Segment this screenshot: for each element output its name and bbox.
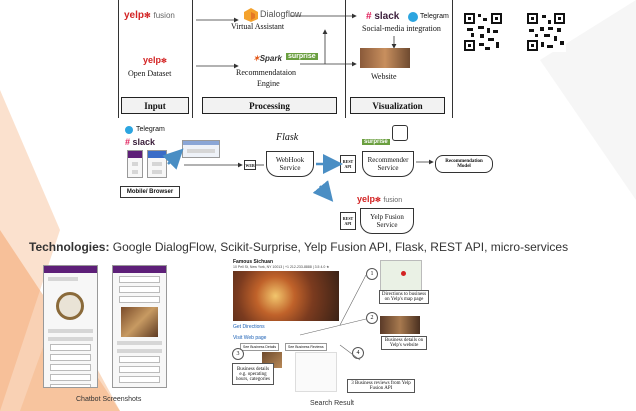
surprise-logo: surprise [286,53,318,60]
spark-logo: ✶Spark [253,54,282,63]
restaurant-name: Famous Sichuan [233,259,274,265]
note-website: Business details on Yelp's website [381,336,427,350]
callout-number: 2 [366,312,378,324]
see-business-details-button[interactable]: See Business Details [240,343,280,351]
phone-thumbnail [147,150,167,178]
chatbot-screenshot [112,265,167,388]
yelp-fusion-logo: yelp✻ fusion [357,194,403,204]
technologies-text: Google DialogFlow, Scikit-Surprise, Yelp… [112,240,569,254]
divider-processing-viz [345,0,346,118]
restaurant-address: 10 Pell St, New York, NY 10013 | +1 212-… [233,265,330,269]
social-media-label: Social-media integration [362,24,441,33]
visit-web-page-link[interactable]: Visit Web page [233,335,267,341]
mobile-browser-box: Mobile/ Browser [120,186,180,198]
get-directions-link[interactable]: Get Directions [233,324,265,330]
search-result-caption: Search Result [310,400,354,407]
technologies-label: Technologies: [29,240,110,254]
qr-code-icon [526,12,566,52]
architecture-arrows [162,148,434,202]
callout-number: 3 [232,348,244,360]
restaurant-photo [233,271,339,321]
search-magnifier-icon [56,292,84,320]
web-box: WEB [244,160,256,170]
chatbot-caption: Chatbot Screenshots [76,396,142,403]
callout-lines [299,274,367,361]
recommendation-label: Recommendataion [236,68,296,77]
note-business-details: Business details e.g. operating hours, c… [232,363,274,385]
r-logo-icon [392,125,408,141]
telegram-icon [125,126,133,134]
surprise-logo: surprise [362,139,390,145]
telegram-label: Telegram [136,126,165,133]
flask-logo: Flask [276,132,299,143]
reviews-panel [295,352,337,392]
callout-number: 1 [366,268,378,280]
note-reviews: 3 Business reviews from Yelp Fusion API [347,379,415,393]
stage-visualization: Visualization [350,97,445,114]
dialogflow-icon [244,8,258,22]
chatbot-screenshot [43,265,98,388]
telegram-label: Telegram [420,13,449,20]
engine-label: Engine [257,79,280,88]
virtual-assistant-label: Virtual Assistant [231,22,285,31]
divider-right [452,0,453,118]
dialogflow-label: Dialogflow [260,9,302,19]
divider-left [118,0,119,118]
stage-processing: Processing [202,97,337,114]
yelp-logo: yelp✻ [143,55,167,65]
top-arrows [196,13,397,69]
note-directions: Directions to business on Yelp's map pag… [379,290,429,304]
map-pin-icon [401,271,406,276]
technologies-line: Technologies: Google DialogFlow, Scikit-… [29,240,568,254]
telegram-icon [408,12,418,22]
qr-code-icon [463,12,503,52]
slack-logo: # slack [366,11,400,22]
stage-input: Input [121,97,189,114]
divider-input-processing [192,0,193,118]
slack-logo: # slack [125,137,156,147]
food-photo [121,307,158,337]
website-thumbnail [360,48,410,68]
website-thumbnail [380,316,420,334]
phone-thumbnail [127,150,143,178]
open-dataset-label: Open Dataset [128,69,172,78]
see-business-reviews-button[interactable]: See Business Reviews [285,343,327,351]
yelp-fusion-logo: yelp✻ fusion [124,10,175,21]
browser-thumbnail [182,140,220,158]
website-label: Website [371,72,397,81]
